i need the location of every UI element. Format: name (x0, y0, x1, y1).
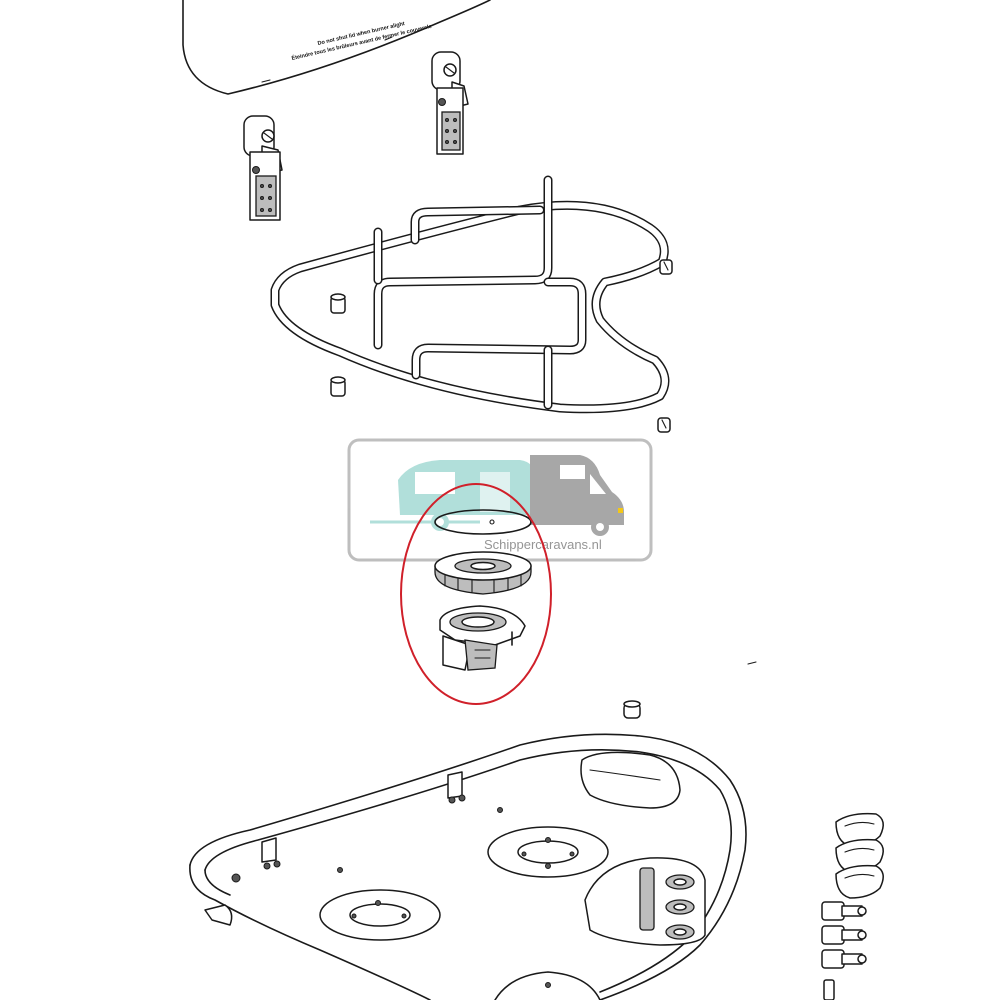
gas-valve-2 (821, 925, 867, 945)
watermark-logo: Schippercaravans.nl (347, 438, 653, 562)
control-knob-3 (835, 864, 884, 899)
lid-hinge-left (243, 115, 283, 221)
rubber-foot-2 (330, 376, 346, 397)
control-knob-1 (835, 812, 884, 847)
control-knob-2 (835, 838, 884, 873)
camper-van-icon (530, 455, 624, 536)
tick-mark (747, 661, 757, 665)
hob-tray (189, 733, 747, 1000)
burner-base-injector (439, 605, 526, 671)
highlight-ellipse (400, 483, 552, 705)
gas-valve-1 (821, 901, 867, 921)
rubber-foot-3 (659, 259, 673, 275)
gas-valve-3 (821, 949, 867, 969)
pan-support-grid (270, 175, 670, 414)
burner-head (434, 551, 532, 595)
lid-hinge-right (431, 51, 469, 155)
igniter-pin (823, 979, 835, 1000)
rubber-foot-1 (330, 293, 346, 314)
rubber-foot-4 (657, 417, 671, 433)
burner-cap (434, 509, 532, 535)
lid-warning-line-2: Éteindre tous les brûleurs avant de ferm… (291, 22, 433, 62)
rubber-grommet (623, 700, 641, 719)
